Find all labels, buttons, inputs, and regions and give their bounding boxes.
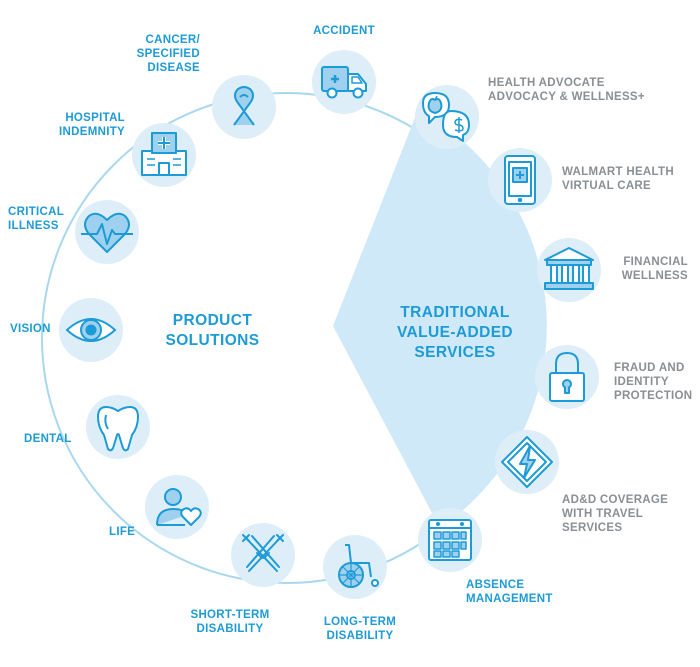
hospital-icon: [141, 132, 187, 176]
lightning-shield-icon: [501, 436, 553, 488]
label-long-term-disability: LONG-TERM DISABILITY: [323, 616, 397, 642]
label-accident: ACCIDENT: [313, 25, 375, 37]
label-short-term-disability: SHORT-TERM DISABILITY: [190, 609, 270, 635]
label-walmart-health: WALMART HEALTH VIRTUAL CARE: [562, 166, 674, 192]
heartbeat-icon: [81, 212, 133, 253]
person-heart-icon: [156, 488, 202, 526]
label-financial-wellness: FINANCIAL WELLNESS: [621, 256, 688, 282]
value-added-title: TRADITIONAL VALUE-ADDED SERVICES: [396, 304, 514, 361]
apple-dollar-chat-icon: [422, 92, 470, 142]
label-critical-illness: CRITICAL ILLNESS: [8, 206, 65, 232]
ribbon-icon: [233, 86, 255, 126]
label-cancer-specified-disease: CANCER/ SPECIFIED DISEASE: [136, 34, 200, 74]
padlock-icon: [549, 352, 585, 402]
bank-icon: [544, 247, 594, 290]
product-solutions-title: PRODUCT SOLUTIONS: [165, 312, 260, 349]
label-hospital-indemnity: HOSPITAL INDEMNITY: [59, 112, 125, 138]
label-absence-management: ABSENCE MANAGEMENT: [466, 579, 553, 605]
tooth-icon: [97, 406, 139, 452]
label-life: LIFE: [109, 526, 136, 538]
wheelchair-icon: [338, 544, 379, 588]
label-dental: DENTAL: [24, 433, 72, 445]
calendar-icon: [428, 519, 472, 561]
eye-icon: [65, 318, 117, 342]
label-health-advocate: HEALTH ADVOCATE ADVOCACY & WELLNESS+: [488, 77, 645, 103]
value-added-region: [333, 110, 547, 528]
ambulance-icon: [321, 66, 367, 99]
tablet-medical-icon: [504, 155, 536, 205]
label-fraud-identity: FRAUD AND IDENTITY PROTECTION: [614, 362, 693, 402]
crutches-icon: [242, 534, 284, 572]
label-add-coverage: AD&D COVERAGE WITH TRAVEL SERVICES: [562, 494, 669, 534]
label-vision: VISION: [10, 323, 51, 335]
